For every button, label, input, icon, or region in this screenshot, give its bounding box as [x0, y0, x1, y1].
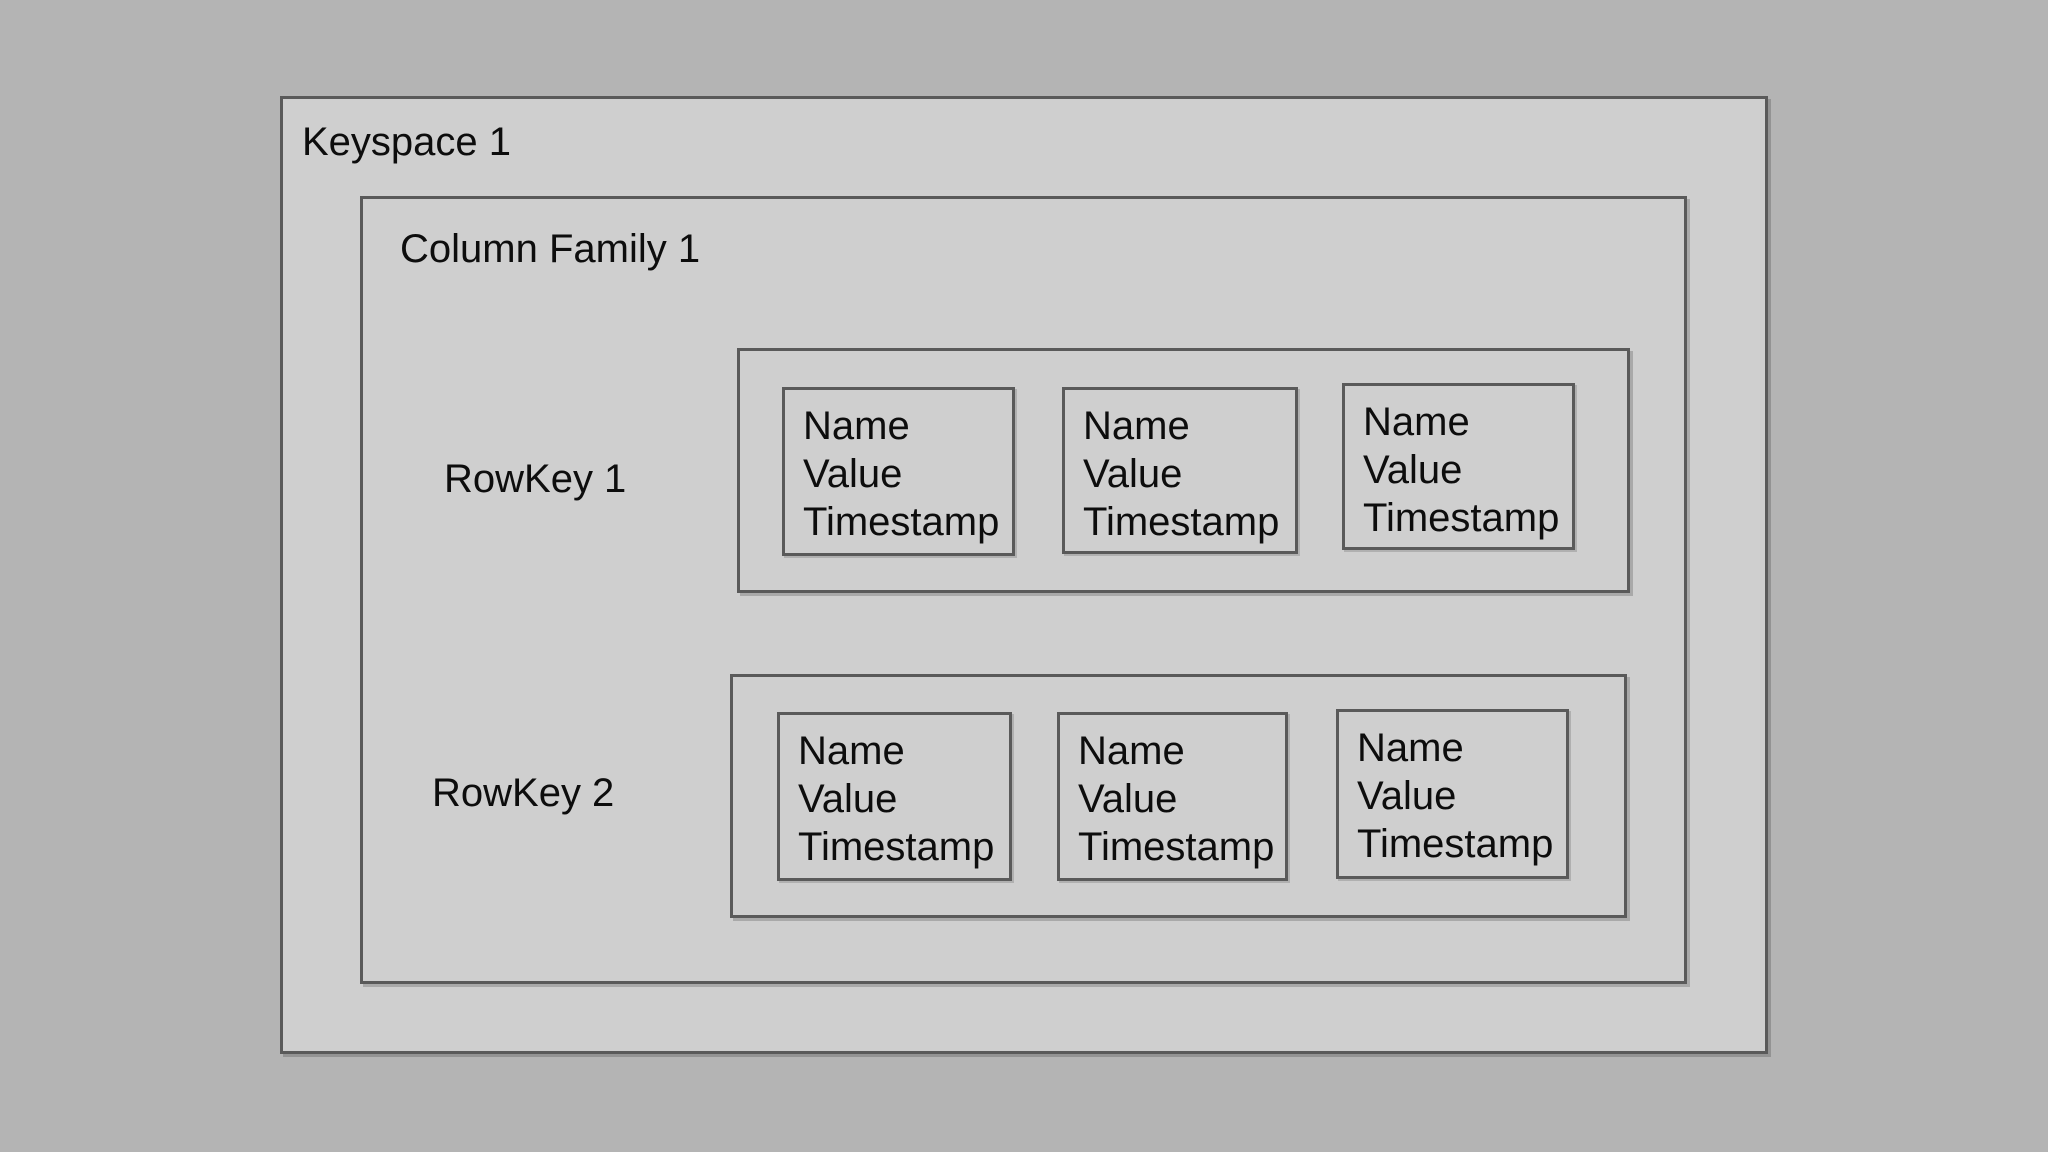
rowkey-1-group-box: Name Value Timestamp Name Value Timestam…: [737, 348, 1630, 593]
cell-value-line: Value: [803, 452, 903, 496]
column-cell: Name Value Timestamp: [1342, 383, 1575, 550]
cell-value-line: Value: [1083, 452, 1183, 496]
cell-name-line: Name: [1363, 400, 1470, 444]
column-cell: Name Value Timestamp: [1062, 387, 1298, 554]
column-family-box: Column Family 1 RowKey 1 Name Value Time…: [360, 196, 1687, 984]
cell-name-line: Name: [798, 729, 905, 773]
cell-timestamp-line: Timestamp: [798, 825, 995, 869]
cell-timestamp-line: Timestamp: [1357, 822, 1554, 866]
keyspace-label: Keyspace 1: [302, 120, 512, 164]
rowkey-1-label: RowKey 1: [444, 457, 627, 501]
rowkey-2-group-box: Name Value Timestamp Name Value Timestam…: [730, 674, 1627, 918]
cell-name-line: Name: [1083, 404, 1190, 448]
cell-value-line: Value: [798, 777, 898, 821]
cell-timestamp-line: Timestamp: [1078, 825, 1275, 869]
cell-name-line: Name: [1357, 726, 1464, 770]
cell-value-line: Value: [1363, 448, 1463, 492]
cell-value-line: Value: [1357, 774, 1457, 818]
cell-timestamp-line: Timestamp: [803, 500, 1000, 544]
column-family-label: Column Family 1: [400, 227, 701, 271]
rowkey-2-label: RowKey 2: [432, 771, 615, 815]
cell-name-line: Name: [803, 404, 910, 448]
column-cell: Name Value Timestamp: [1057, 712, 1288, 881]
cell-name-line: Name: [1078, 729, 1185, 773]
cell-timestamp-line: Timestamp: [1083, 500, 1280, 544]
column-cell: Name Value Timestamp: [1336, 709, 1569, 879]
keyspace-box: Keyspace 1 Column Family 1 RowKey 1 Name…: [280, 96, 1768, 1054]
cell-value-line: Value: [1078, 777, 1178, 821]
column-cell: Name Value Timestamp: [777, 712, 1012, 881]
cell-timestamp-line: Timestamp: [1363, 496, 1560, 540]
column-cell: Name Value Timestamp: [782, 387, 1015, 556]
